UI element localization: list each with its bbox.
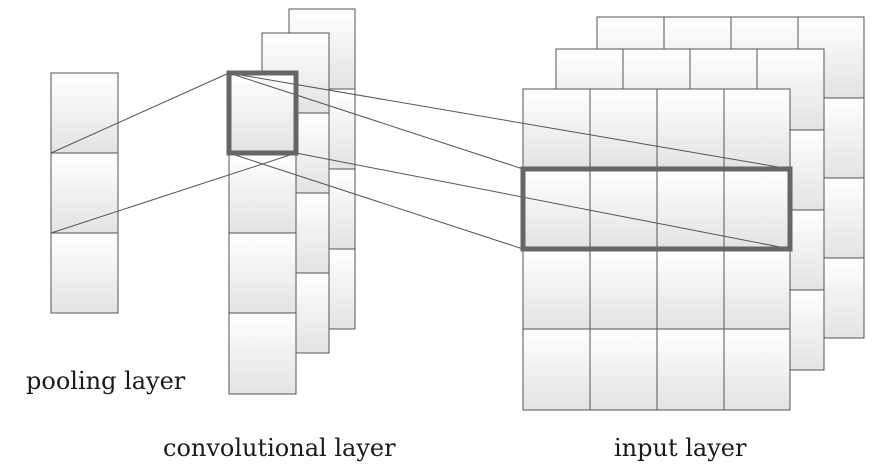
conv-kernel-highlight [226, 70, 299, 156]
conv-to-input-line-3 [295, 152, 791, 250]
input-layer [522, 16, 865, 411]
input-layer-label: input layer [614, 434, 747, 462]
input-receptive-field-highlight [520, 166, 793, 252]
conv-to-input-line-4 [228, 152, 524, 250]
pooling-layer [50, 72, 119, 314]
conv-to-input-line-2 [228, 72, 524, 170]
pool-to-conv-line-1 [50, 72, 230, 154]
convolutional-layer-label: convolutional layer [163, 434, 396, 462]
pooling-layer-label: pooling layer [26, 367, 186, 395]
connector-lines [50, 72, 791, 250]
convolutional-layer [228, 8, 356, 395]
pool-to-conv-line-2 [50, 152, 297, 234]
conv-to-input-line-1 [228, 72, 791, 170]
conv-sheet-front [228, 72, 297, 395]
input-sheet-front [522, 88, 791, 411]
